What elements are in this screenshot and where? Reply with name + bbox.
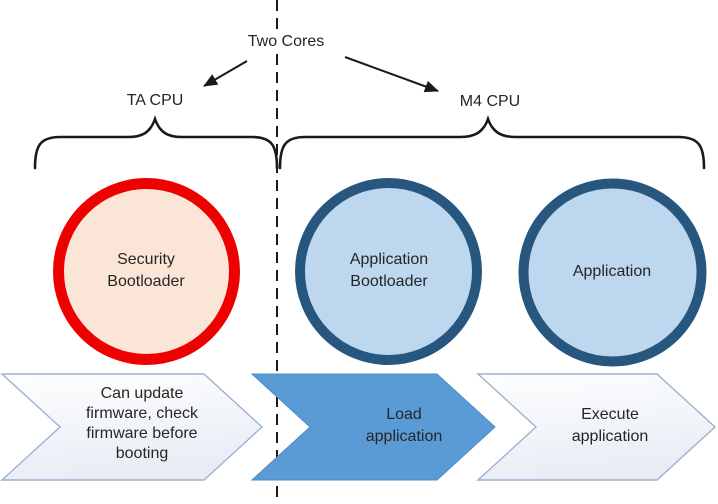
load-application-chevron (250, 373, 496, 481)
application-label: Application (572, 263, 652, 280)
m4-cpu-brace (278, 115, 706, 170)
arrow-to-ta-cpu (203, 60, 248, 87)
execute-application-chevron (476, 373, 717, 481)
application-bootloader-circle (295, 178, 482, 365)
m4-cpu-label: M4 CPU (459, 93, 521, 110)
load-application-label: Load application (365, 406, 443, 445)
security-bootloader-circle (53, 178, 240, 365)
ta-cpu-brace (33, 115, 279, 170)
two-cores-label: Two Cores (239, 31, 333, 53)
security-bootloader-label: Security Bootloader (107, 251, 185, 290)
can-update-firmware-chevron (0, 373, 264, 481)
execute-application-label: Execute application (571, 406, 649, 445)
arrow-to-m4-cpu (344, 56, 439, 93)
application-circle (518, 178, 707, 367)
ta-cpu-label: TA CPU (126, 92, 184, 109)
application-bootloader-label: Application Bootloader (349, 251, 429, 290)
can-update-firmware-label: Can update firmware, check firmware befo… (85, 385, 199, 462)
